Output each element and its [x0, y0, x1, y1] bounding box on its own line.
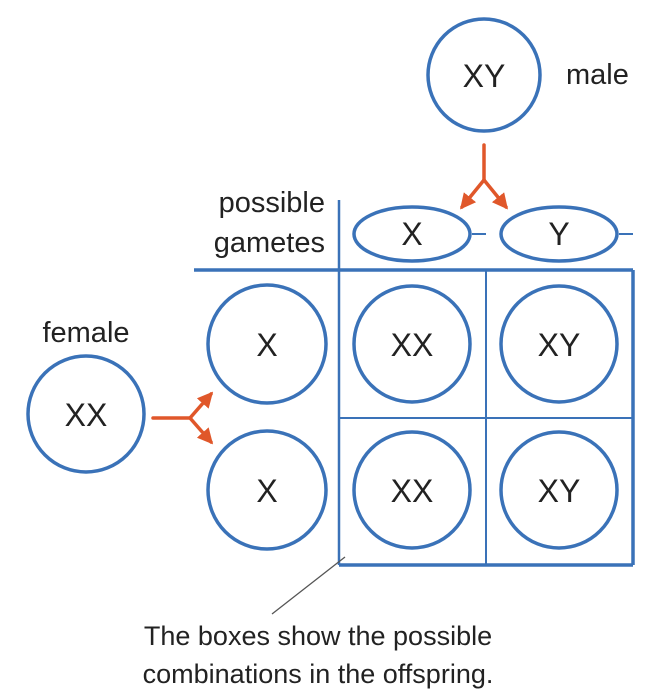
- caption-line1: The boxes show the possible: [144, 621, 492, 651]
- female-gamete-2-label: X: [256, 473, 277, 509]
- offspring-1-2-circle: [499, 284, 619, 404]
- female-parent: female XX: [26, 317, 146, 474]
- offspring-1-1-genotype: XX: [391, 327, 434, 363]
- female-genotype: XX: [65, 397, 108, 433]
- male-label: male: [566, 59, 629, 91]
- offspring-cell-2-1: XX: [352, 430, 472, 550]
- offspring-2-2-circle: [499, 430, 619, 550]
- offspring-cell-1-2: XY: [499, 284, 619, 404]
- offspring-2-1-circle: [352, 430, 472, 550]
- offspring-cell-1-1: XX: [352, 284, 472, 404]
- male-gamete-1-label: X: [401, 216, 422, 252]
- female-arrow-upper-branch: [188, 391, 214, 420]
- male-gamete-2-label: Y: [548, 216, 569, 252]
- female-gamete-1-circle: [206, 283, 328, 405]
- offspring-2-2-genotype: XY: [538, 473, 581, 509]
- punnett-grid: [194, 200, 635, 567]
- gametes-label-line2: gametes: [214, 227, 325, 259]
- female-label: female: [42, 317, 129, 349]
- offspring-cell-2-2: XY: [499, 430, 619, 550]
- male-gamete-1: X: [352, 205, 486, 263]
- caption-leader-line: [271, 556, 346, 615]
- offspring-1-2-genotype: XY: [538, 327, 581, 363]
- male-gamete-2-ellipse: [499, 205, 619, 263]
- male-parent-circle: [426, 17, 542, 133]
- female-arrow-lower-branch: [188, 416, 214, 445]
- female-gamete-2-circle: [206, 429, 328, 551]
- male-genotype: XY: [463, 58, 506, 94]
- male-parent: XY male: [426, 17, 629, 133]
- male-gamete-2: Y: [499, 205, 633, 263]
- female-parent-circle: [26, 354, 146, 474]
- gametes-label-line1: possible: [219, 187, 325, 219]
- female-gamete-arrow: [151, 391, 214, 445]
- male-arrow-right-branch: [482, 178, 508, 210]
- caption-line2: combinations in the offspring.: [143, 659, 494, 689]
- male-gamete-1-ellipse: [352, 205, 472, 263]
- male-gamete-arrow: [460, 143, 508, 210]
- male-arrow-left-branch: [460, 178, 486, 210]
- female-gamete-1: X: [206, 283, 328, 405]
- female-gamete-1-label: X: [256, 327, 277, 363]
- female-gamete-2: X: [206, 429, 328, 551]
- offspring-1-1-circle: [352, 284, 472, 404]
- offspring-2-1-genotype: XX: [391, 473, 434, 509]
